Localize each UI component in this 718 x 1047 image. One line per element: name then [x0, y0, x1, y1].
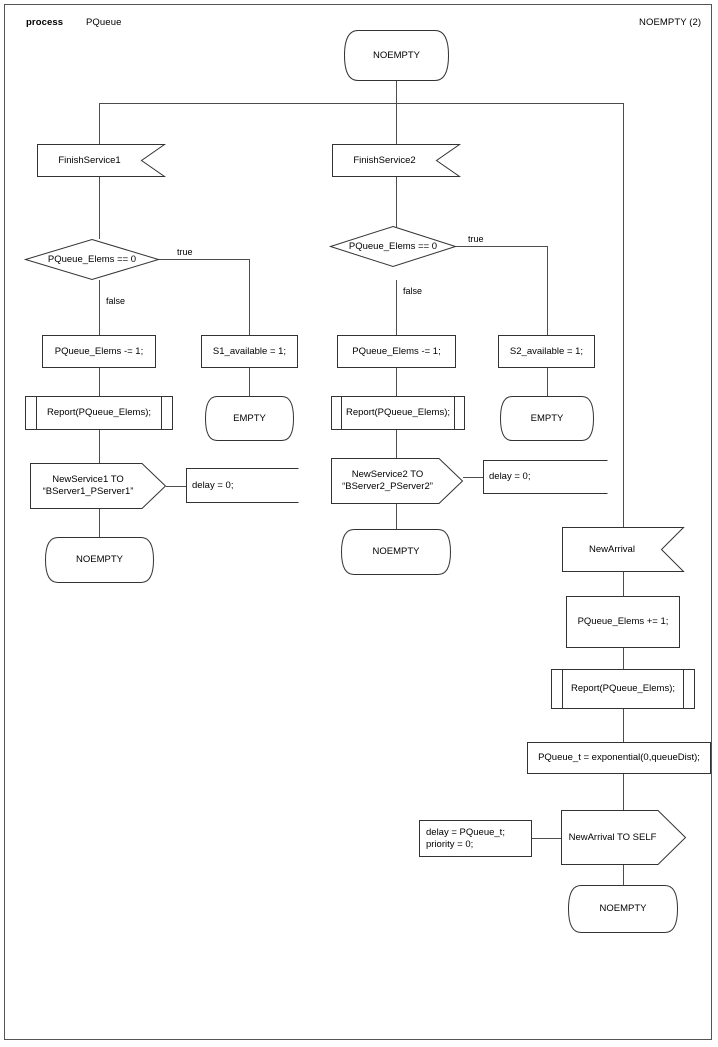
decision-b2-true-label: true — [468, 234, 484, 244]
connector-b1-task-to-proc — [99, 368, 100, 396]
state-b1-noempty[interactable] — [44, 537, 155, 583]
connector-b1-task-to-empty — [249, 368, 250, 396]
connector-b1-true-h — [158, 259, 249, 260]
procedure-b1-report[interactable] — [25, 396, 173, 430]
connector-b3-task1-to-proc — [623, 648, 624, 669]
connector-start-down — [396, 81, 397, 103]
connector-b1-true-v — [249, 259, 250, 335]
output-b2-newservice2[interactable] — [331, 458, 464, 504]
header-kind-label: process — [26, 17, 64, 28]
decision-b2-false-label: false — [403, 286, 423, 296]
decision-b1-false-label: false — [106, 296, 126, 306]
state-b1-empty[interactable] — [204, 396, 295, 441]
connector-b2-task-to-empty — [547, 368, 548, 396]
header-page-label: NOEMPTY (2) — [639, 17, 702, 28]
connector-distributor-bar — [99, 103, 624, 104]
connector-b2-proc-to-output — [396, 430, 397, 458]
comment-b3-delay-priority — [419, 820, 532, 857]
task-b1-decrement[interactable] — [42, 335, 156, 368]
connector-b3-output-to-state — [623, 865, 624, 885]
comment-b1-delay — [186, 468, 299, 503]
connector-b2-true-h — [456, 246, 547, 247]
input-finishservice1[interactable] — [37, 144, 167, 177]
connector-b3-task2-to-output — [623, 774, 624, 810]
procedure-b2-report[interactable] — [331, 396, 465, 430]
task-b2-s2-available[interactable] — [498, 335, 595, 368]
connector-b2-output-to-state — [396, 504, 397, 529]
page-border — [4, 4, 712, 1040]
task-b3-exponential[interactable] — [527, 742, 711, 774]
connector-b2-task-to-proc — [396, 368, 397, 396]
connector-b2-input-to-decision — [396, 176, 397, 239]
connector-b3-comment — [532, 838, 561, 839]
connector-branch3-down — [623, 103, 624, 527]
decision-b2[interactable] — [328, 225, 458, 268]
output-b3-newarrival-self[interactable] — [561, 810, 687, 865]
decision-b1[interactable] — [23, 238, 161, 281]
decision-b1-true-label: true — [177, 247, 193, 257]
task-b3-increment[interactable] — [566, 596, 680, 648]
connector-b3-proc-to-task2 — [623, 709, 624, 742]
procedure-b3-report[interactable] — [551, 669, 695, 709]
comment-b2-delay — [483, 460, 608, 494]
input-finishservice2[interactable] — [332, 144, 462, 177]
header-process-name: PQueue — [86, 17, 122, 28]
connector-branch1-down — [99, 103, 100, 144]
task-b2-decrement[interactable] — [337, 335, 456, 368]
connector-b1-output-to-state — [99, 509, 100, 537]
connector-b2-true-v — [547, 246, 548, 335]
output-b1-newservice1[interactable] — [30, 463, 167, 509]
connector-b1-proc-to-output — [99, 430, 100, 463]
connector-b1-input-to-decision — [99, 176, 100, 239]
state-b2-empty[interactable] — [499, 396, 595, 441]
connector-branch2-down — [396, 103, 397, 144]
task-b1-s1-available[interactable] — [201, 335, 298, 368]
input-newarrival[interactable] — [562, 527, 685, 572]
connector-b1-false-to-task — [99, 280, 100, 335]
state-b3-noempty[interactable] — [567, 885, 679, 933]
connector-b2-false-to-task — [396, 280, 397, 335]
connector-b1-comment — [166, 486, 186, 487]
state-start-noempty[interactable] — [343, 30, 450, 81]
connector-b3-input-to-task1 — [623, 572, 624, 596]
state-b2-noempty[interactable] — [340, 529, 452, 575]
connector-b2-comment — [463, 477, 483, 478]
